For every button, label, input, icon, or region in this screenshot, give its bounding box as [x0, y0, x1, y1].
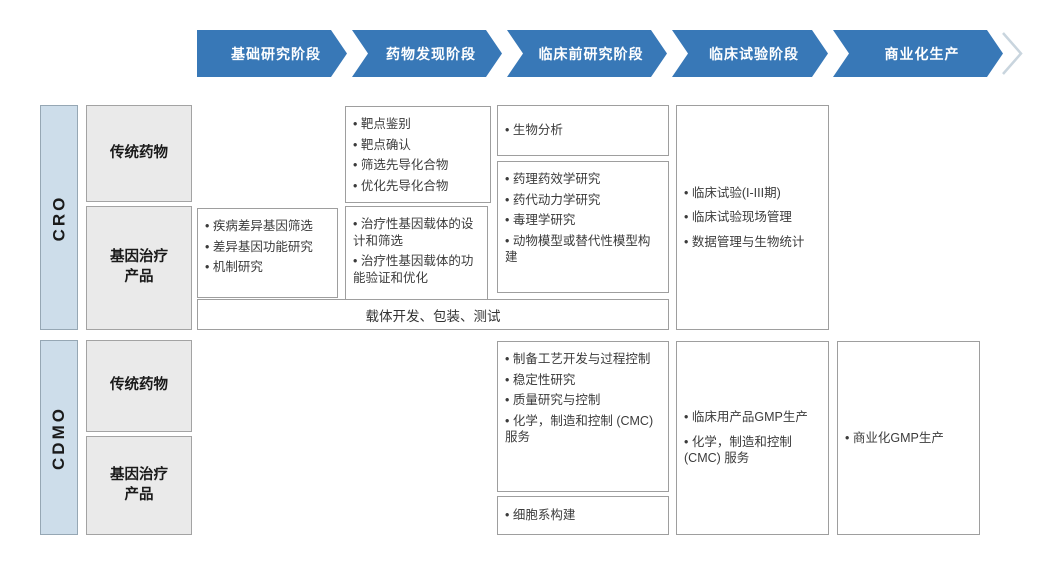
service-item: 化学，制造和控制 (CMC) 服务	[684, 434, 821, 467]
stage-arrow-preclinical: 临床前研究阶段	[507, 30, 667, 77]
service-item: 商业化GMP生产	[845, 430, 972, 447]
service-item: 药代动力学研究	[505, 192, 661, 209]
service-item: 药理药效学研究	[505, 171, 661, 188]
service-item: 生物分析	[505, 122, 563, 139]
service-item: 毒理学研究	[505, 212, 661, 229]
cro-vector-development-strip: 载体开发、包装、测试	[197, 299, 669, 330]
stage-label: 临床前研究阶段	[538, 45, 644, 62]
cdmo-row-gene-therapy: 基因治疗 产品	[86, 436, 192, 535]
cro-row-traditional-drugs: 传统药物	[86, 105, 192, 202]
cro-section-bar: CRO	[40, 105, 78, 330]
service-item: 临床用产品GMP生产	[684, 409, 821, 426]
stage-label: 药物发现阶段	[386, 45, 476, 62]
service-item: 临床试验(I-III期)	[684, 185, 821, 202]
service-item: 临床试验现场管理	[684, 209, 821, 226]
service-item: 差异基因功能研究	[205, 239, 330, 256]
cdmo-commercial-gmp-box: 商业化GMP生产	[837, 341, 980, 535]
stage-arrow-clinical-trial: 临床试验阶段	[672, 30, 828, 77]
service-item: 筛选先导化合物	[353, 157, 483, 174]
cro-basic-research-gene-box: 疾病差异基因筛选 差异基因功能研究 机制研究	[197, 208, 338, 298]
cdmo-section-label: CDMO	[49, 405, 69, 470]
stage-label: 商业化生产	[884, 45, 960, 62]
service-item: 治疗性基因载体的设计和筛选	[353, 216, 480, 249]
service-item: 疾病差异基因筛选	[205, 218, 330, 235]
stage-arrow-commercial: 商业化生产	[833, 30, 1003, 77]
stage-label: 基础研究阶段	[231, 45, 321, 62]
cdmo-row-traditional-drugs: 传统药物	[86, 340, 192, 432]
cro-preclinical-bioanalysis-box: 生物分析	[497, 105, 669, 156]
cdmo-cell-line-box: 细胞系构建	[497, 496, 669, 535]
service-item: 细胞系构建	[505, 507, 576, 524]
service-item: 靶点确认	[353, 137, 483, 154]
service-item: 数据管理与生物统计	[684, 234, 821, 251]
cro-clinical-trials-box: 临床试验(I-III期) 临床试验现场管理 数据管理与生物统计	[676, 105, 829, 330]
cro-section-label: CRO	[49, 194, 68, 241]
service-item: 稳定性研究	[505, 372, 661, 389]
cro-preclinical-studies-box: 药理药效学研究 药代动力学研究 毒理学研究 动物模型或替代性模型构建	[497, 161, 669, 293]
service-item: 动物模型或替代性模型构建	[505, 233, 661, 266]
cro-row-gene-therapy: 基因治疗 产品	[86, 206, 192, 330]
service-item: 机制研究	[205, 259, 330, 276]
service-item: 化学，制造和控制 (CMC) 服务	[505, 413, 661, 446]
cro-discovery-gene-box: 治疗性基因载体的设计和筛选 治疗性基因载体的功能验证和优化	[345, 206, 488, 301]
cro-discovery-traditional-box: 靶点鉴别 靶点确认 筛选先导化合物 优化先导化合物	[345, 106, 491, 203]
service-item: 优化先导化合物	[353, 178, 483, 195]
stage-arrow-basic-research: 基础研究阶段	[197, 30, 347, 77]
stage-header: 基础研究阶段 药物发现阶段 临床前研究阶段 临床试验阶段 商业化生产	[197, 30, 1003, 77]
chevron-tail-icon	[1002, 32, 1023, 75]
cdmo-section-bar: CDMO	[40, 340, 78, 535]
stage-arrow-drug-discovery: 药物发现阶段	[352, 30, 502, 77]
service-item: 靶点鉴别	[353, 116, 483, 133]
cdmo-preclinical-cmc-box: 制备工艺开发与过程控制 稳定性研究 质量研究与控制 化学，制造和控制 (CMC)…	[497, 341, 669, 492]
service-item: 治疗性基因载体的功能验证和优化	[353, 253, 480, 286]
cdmo-clinical-gmp-box: 临床用产品GMP生产 化学，制造和控制 (CMC) 服务	[676, 341, 829, 535]
service-item: 制备工艺开发与过程控制	[505, 351, 661, 368]
service-item: 质量研究与控制	[505, 392, 661, 409]
stage-label: 临床试验阶段	[709, 45, 799, 62]
